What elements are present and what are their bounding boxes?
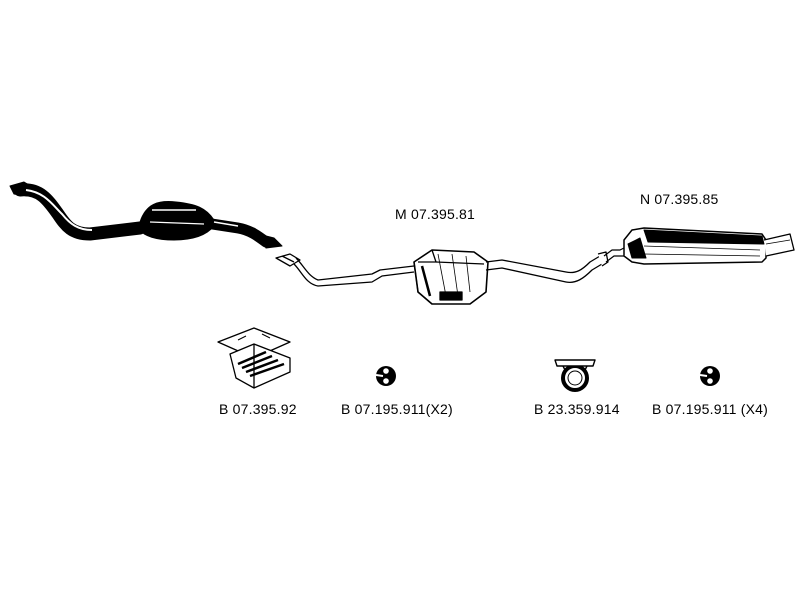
fitting-label-pipe-clamp: B 23.359.914 xyxy=(534,401,620,417)
fitting-label-mounting-kit: B 07.395.92 xyxy=(219,401,297,417)
pipe-clamp-icon xyxy=(554,359,596,392)
middle-pipe-silencer xyxy=(275,249,609,305)
mounting-kit-icon xyxy=(217,327,291,389)
fitting-label-hanger-x4: B 07.195.911 (X4) xyxy=(652,401,768,417)
rear-silencer xyxy=(603,227,795,265)
fitting-label-hanger-x2: B 07.195.911(X2) xyxy=(341,401,453,417)
rear-silencer-label: N 07.395.85 xyxy=(640,191,719,207)
rubber-hanger-icon xyxy=(699,366,720,386)
front-pipe-catalyst xyxy=(9,181,283,249)
middle-silencer-label: M 07.395.81 xyxy=(395,206,476,222)
rubber-hanger-icon xyxy=(375,366,396,386)
